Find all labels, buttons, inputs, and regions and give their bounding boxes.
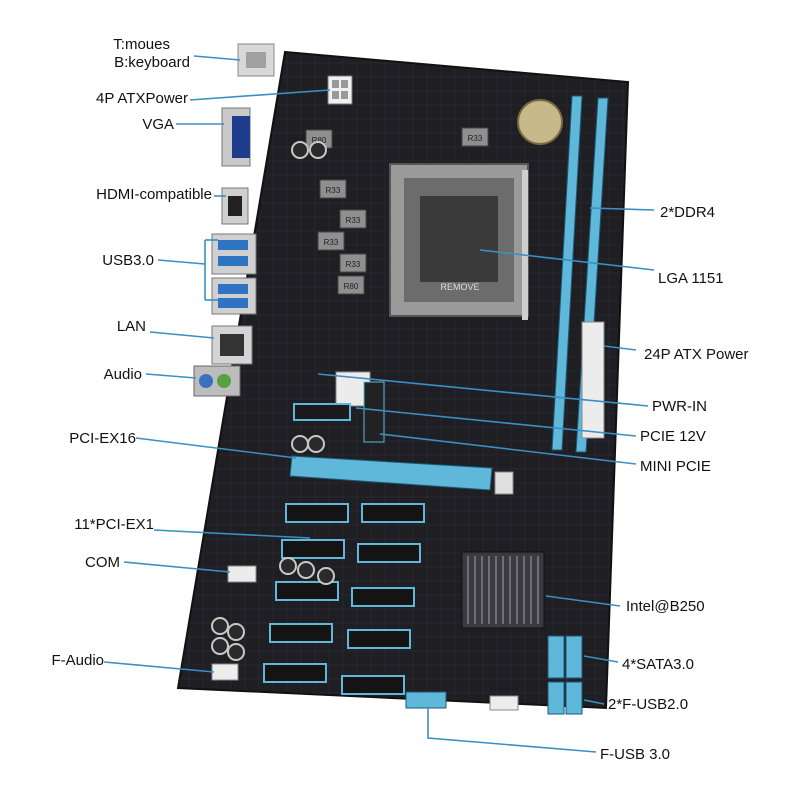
label-hdmi: HDMI-compatible <box>96 186 212 203</box>
pciex1-slot <box>281 539 345 559</box>
label-com: COM <box>85 554 120 571</box>
inductor-label: R33 <box>468 134 483 143</box>
f-audio-header <box>211 663 239 681</box>
label-pciex16: PCI-EX16 <box>69 430 136 447</box>
pciex1-slot <box>263 663 327 683</box>
f-usb2-header <box>489 695 519 711</box>
cmos-battery <box>517 99 563 145</box>
inductor-label: R33 <box>326 186 341 195</box>
capacitor <box>309 141 327 159</box>
capacitor <box>317 567 335 585</box>
label-sata: 4*SATA3.0 <box>622 656 694 673</box>
label-atx24p: 24P ATX Power <box>644 346 749 363</box>
inductor: R80 <box>337 275 365 295</box>
audio-ports <box>193 365 241 397</box>
pciex1-slot <box>341 675 405 695</box>
label-fusb2: 2*F-USB2.0 <box>608 696 689 713</box>
atx4p-connector <box>327 75 353 105</box>
leader-lines <box>103 55 655 753</box>
pciex1-slot-top <box>293 403 351 421</box>
pciex1-slot <box>351 587 415 607</box>
label-minipcie: MINI PCIE <box>640 458 711 475</box>
inductor: R33 <box>339 253 367 273</box>
label-audio: Audio <box>103 366 142 383</box>
label-fusb3: F-USB 3.0 <box>600 746 671 763</box>
capacitor <box>211 617 229 635</box>
label-pwrin: PWR-IN <box>652 398 707 415</box>
pciex1-slot <box>275 581 339 601</box>
inductor-label: R33 <box>346 260 361 269</box>
capacitor <box>297 561 315 579</box>
pciex1-slot <box>269 623 333 643</box>
sata-ports <box>547 635 583 715</box>
label-pcie12v: PCIE 12V <box>640 428 706 445</box>
com-header <box>227 565 257 583</box>
capacitor <box>291 141 309 159</box>
vga-port <box>221 107 251 167</box>
capacitor <box>227 643 245 661</box>
inductor-label: R33 <box>346 216 361 225</box>
inductor-label: R80 <box>312 136 327 145</box>
pciex16-slot <box>289 455 514 495</box>
atx24p-connector <box>581 321 605 439</box>
inductor: R33 <box>317 231 345 251</box>
label-vga: VGA <box>142 116 174 133</box>
inductor-label: R80 <box>344 282 359 291</box>
label-atx4p: 4P ATXPower <box>96 90 188 107</box>
label-ps2-top: T:moues <box>113 36 170 53</box>
inductor-label: R33 <box>324 238 339 247</box>
inductor: R33 <box>461 127 489 147</box>
pciex1-slot <box>285 503 349 523</box>
capacitor <box>307 435 325 453</box>
capacitor <box>291 435 309 453</box>
label-faudio: F-Audio <box>51 652 104 669</box>
label-lga: LGA 1151 <box>658 270 724 287</box>
capacitor <box>279 557 297 575</box>
capacitor <box>227 623 245 641</box>
ps2-port <box>237 43 275 77</box>
inductor: R33 <box>339 209 367 229</box>
label-lan: LAN <box>116 318 146 335</box>
mini-pcie-slot <box>363 381 385 443</box>
pciex1-slot <box>357 543 421 563</box>
label-ddr4: 2*DDR4 <box>660 204 716 221</box>
capacitors <box>211 141 335 661</box>
hdmi-port <box>221 187 249 225</box>
pciex1-slots <box>263 503 425 695</box>
f-usb3-header <box>405 691 447 709</box>
label-ps2-bottom: B:keyboard <box>114 54 190 71</box>
pciex1-slot <box>347 629 411 649</box>
label-pciex1: 11*PCI-EX1 <box>74 516 154 533</box>
usb30-ports <box>211 233 257 315</box>
cpu-socket: REMOVE <box>389 163 529 320</box>
inductor: R33 <box>319 179 347 199</box>
label-chipset: Intel@B250 <box>626 598 705 615</box>
pciex1-slot <box>361 503 425 523</box>
label-usb30: USB3.0 <box>102 252 154 269</box>
chipset-heatsink <box>461 551 545 629</box>
socket-remove-text: REMOVE <box>440 282 479 292</box>
lan-port <box>211 325 253 365</box>
capacitor <box>211 637 229 655</box>
